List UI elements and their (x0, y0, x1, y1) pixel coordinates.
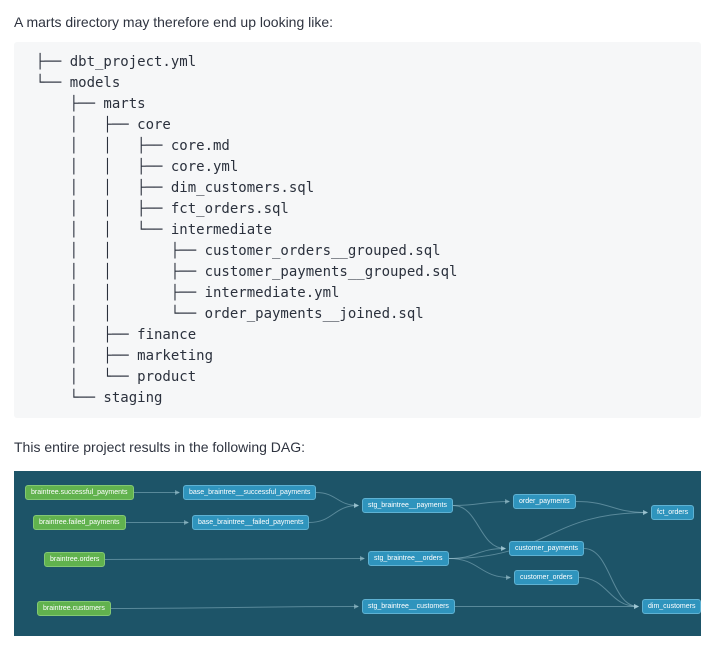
dag-node-base_successful_payments[interactable]: base_braintree__successful_payments (183, 485, 317, 500)
dag-edges-svg (104, 490, 648, 610)
dag-node-base_failed_payments[interactable]: base_braintree__failed_payments (192, 515, 310, 530)
dag-node-stg_customers[interactable]: stg_braintree__customers (362, 599, 455, 614)
intro-paragraph: A marts directory may therefore end up l… (14, 14, 334, 30)
dag-node-src_orders[interactable]: braintree.orders (44, 552, 106, 567)
dag-node-src_customers[interactable]: braintree.customers (37, 601, 111, 616)
dag-node-src_successful_payments[interactable]: braintree.successful_payments (25, 485, 134, 500)
dag-canvas: braintree.successful_payments base_braint… (14, 471, 701, 636)
dag-node-stg_orders[interactable]: stg_braintree__orders (368, 551, 449, 566)
dag-node-customer_orders[interactable]: customer_orders (514, 570, 579, 585)
dag-node-stg_payments[interactable]: stg_braintree__payments (362, 498, 453, 513)
dag-node-customer_payments[interactable]: customer_payments (509, 541, 585, 556)
dag-node-dim_customers[interactable]: dim_customers (642, 599, 701, 614)
dag-node-fct_orders[interactable]: fct_orders (651, 505, 695, 520)
directory-tree-code-block: ├── dbt_project.yml └── models ├── marts… (14, 42, 701, 418)
dag-caption: This entire project results in the follo… (14, 439, 306, 455)
dag-node-src_failed_payments[interactable]: braintree.failed_payments (33, 515, 126, 530)
dag-node-order_payments[interactable]: order_payments (513, 494, 576, 509)
